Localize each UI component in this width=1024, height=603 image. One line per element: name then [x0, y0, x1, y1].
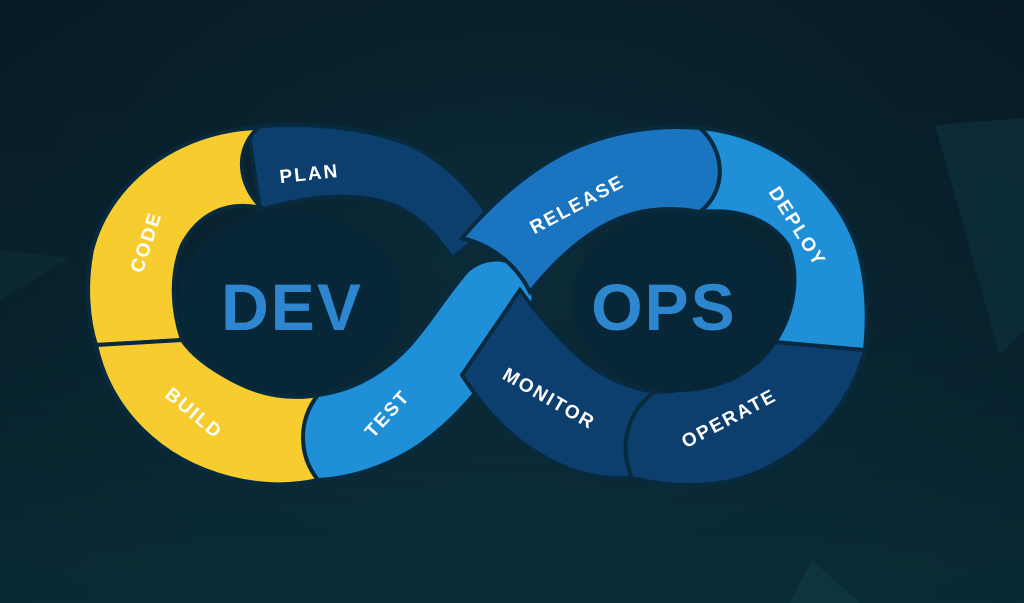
background-triangle-left: [0, 250, 70, 300]
background-triangle-right: [935, 118, 1024, 355]
segment-code: [86, 125, 269, 348]
dev-hole: [178, 210, 402, 394]
ops-title: OPS: [591, 270, 736, 344]
segment-deploy: [693, 125, 869, 353]
dev-title: DEV: [221, 270, 363, 344]
ops-hole: [572, 212, 788, 392]
background-triangle-bottom: [790, 560, 860, 603]
